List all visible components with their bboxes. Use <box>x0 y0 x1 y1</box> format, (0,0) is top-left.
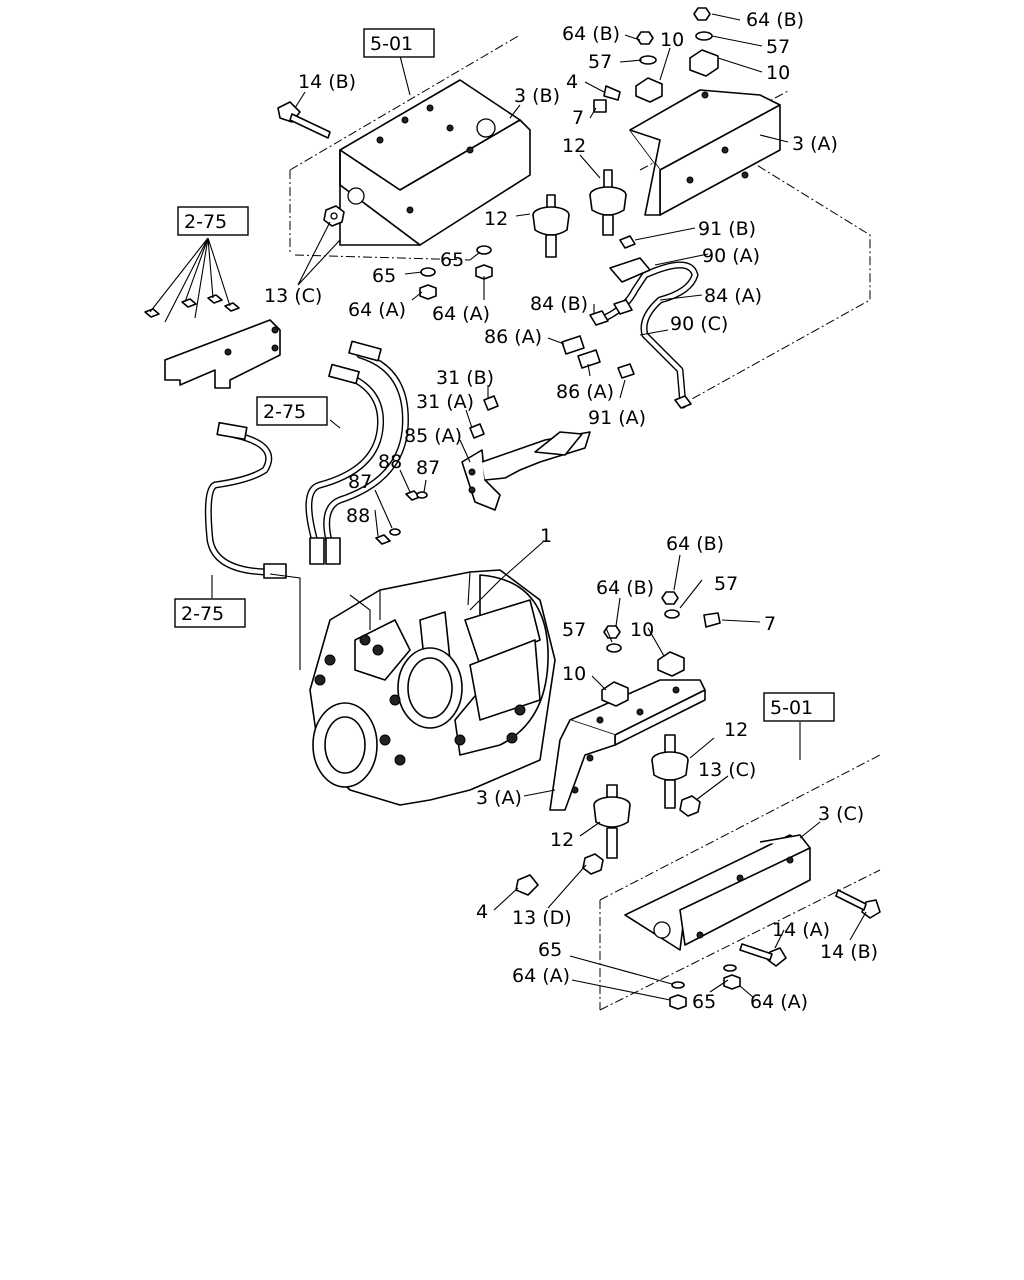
callout-5-01-lower: 5-01 <box>770 697 813 719</box>
callout-13c-upper: 13 (C) <box>264 285 322 307</box>
callout-90a: 90 (A) <box>702 245 760 267</box>
bracket-3b <box>339 79 531 246</box>
callout-7-upper: 7 <box>572 107 584 129</box>
small-bolts-middle <box>469 235 636 439</box>
callout-91b: 91 (B) <box>698 218 756 240</box>
callout-88-upper: 88 <box>378 451 402 473</box>
callout-7-lower: 7 <box>764 613 776 635</box>
leader-lines <box>149 13 867 1001</box>
callout-65-upper-b: 65 <box>440 249 464 271</box>
callout-12-lower-b: 12 <box>550 829 574 851</box>
callout-84b: 84 (B) <box>530 293 588 315</box>
callout-10-upper-b: 10 <box>766 62 790 84</box>
callout-1: 1 <box>540 525 552 547</box>
hoses <box>204 340 409 579</box>
pipe-84 <box>589 257 699 409</box>
ref-box-5-01-upper <box>363 28 435 58</box>
callout-64b-lower-a: 64 (B) <box>666 533 724 555</box>
frame-rail-lower <box>599 754 881 1011</box>
callout-64a-lower-b: 64 (A) <box>750 991 808 1013</box>
callout-65-lower-b: 65 <box>692 991 716 1013</box>
callout-4-upper: 4 <box>566 71 578 93</box>
callout-64a-upper-a: 64 (A) <box>348 299 406 321</box>
bracket-3c <box>624 834 811 951</box>
callout-3b: 3 (B) <box>514 85 560 107</box>
nut-13c-upper <box>323 205 345 227</box>
callout-64b-upper-b: 64 (B) <box>746 9 804 31</box>
engine-mount-12-lower-b <box>593 784 631 859</box>
callout-64a-lower-a: 64 (A) <box>512 965 570 987</box>
callout-85a: 85 (A) <box>404 425 462 447</box>
callout-86a-upper: 86 (A) <box>484 326 542 348</box>
bracket-3a-lower <box>549 679 706 811</box>
ref-box-2-75-left <box>177 206 249 236</box>
callout-86a-lower: 86 (A) <box>556 381 614 403</box>
callout-57-upper-b: 57 <box>766 36 790 58</box>
callout-14a-lower: 14 (A) <box>772 919 830 941</box>
callout-57-upper-a: 57 <box>588 51 612 73</box>
callout-labels: 5-01 14 (B) 3 (B) 64 (B) 10 64 (B) 57 57… <box>181 9 878 1013</box>
callout-10-lower-a: 10 <box>630 619 654 641</box>
nut-stack-upper <box>593 7 719 113</box>
callout-13d: 13 (D) <box>512 907 572 929</box>
transmission-1 <box>309 569 556 806</box>
callout-2-75-middle: 2-75 <box>263 401 306 423</box>
side-bracket <box>144 294 281 389</box>
callout-84a: 84 (A) <box>704 285 762 307</box>
callout-90c: 90 (C) <box>670 313 728 335</box>
engine-mount-12-lower-a <box>651 734 689 809</box>
nut-13d <box>582 853 604 875</box>
bolts-14-lower <box>739 889 881 967</box>
bolt-4-lower <box>515 874 539 896</box>
callout-87-upper: 87 <box>416 457 440 479</box>
callout-2-75-left: 2-75 <box>184 211 227 233</box>
engine-mount-12-upper-a <box>589 169 627 236</box>
callout-13c-lower: 13 (C) <box>698 759 756 781</box>
callout-87-lower: 87 <box>348 471 372 493</box>
nut-13c-lower <box>679 795 701 817</box>
callout-3c: 3 (C) <box>818 803 864 825</box>
bracket-3a-upper <box>629 89 781 216</box>
bolt-14b-upper <box>277 101 331 139</box>
callout-31a: 31 (A) <box>416 391 474 413</box>
callout-2-75-lower: 2-75 <box>181 603 224 625</box>
callout-91a: 91 (A) <box>588 407 646 429</box>
ref-box-2-75-middle <box>256 396 328 426</box>
ref-box-2-75-lower <box>174 598 246 628</box>
callout-5-01-upper: 5-01 <box>370 33 413 55</box>
callout-31b: 31 (B) <box>436 367 494 389</box>
callout-65-upper-a: 65 <box>372 265 396 287</box>
callout-12-upper-a: 12 <box>562 135 586 157</box>
callout-65-lower-a: 65 <box>538 939 562 961</box>
engine-mount-12-upper-b <box>532 194 570 258</box>
callout-88-lower: 88 <box>346 505 370 527</box>
callout-14b-lower: 14 (B) <box>820 941 878 963</box>
washers-upper <box>419 245 493 300</box>
callout-4-lower: 4 <box>476 901 488 923</box>
callout-10-lower-b: 10 <box>562 663 586 685</box>
bracket-85a <box>461 431 591 511</box>
callout-64b-lower-b: 64 (B) <box>596 577 654 599</box>
callout-12-upper-b: 12 <box>484 208 508 230</box>
callout-10-upper-a: 10 <box>660 29 684 51</box>
ref-box-5-01-lower <box>763 692 835 722</box>
callout-57-lower-a: 57 <box>714 573 738 595</box>
callout-57-lower-b: 57 <box>562 619 586 641</box>
callout-3a-upper: 3 (A) <box>792 133 838 155</box>
nut-stack-lower <box>601 591 721 707</box>
callout-3a-lower: 3 (A) <box>476 787 522 809</box>
callout-14b-upper: 14 (B) <box>298 71 356 93</box>
callout-64b-upper-a: 64 (B) <box>562 23 620 45</box>
callout-64a-upper-b: 64 (A) <box>432 303 490 325</box>
washers-87-88 <box>375 490 428 545</box>
callout-12-lower-a: 12 <box>724 719 748 741</box>
